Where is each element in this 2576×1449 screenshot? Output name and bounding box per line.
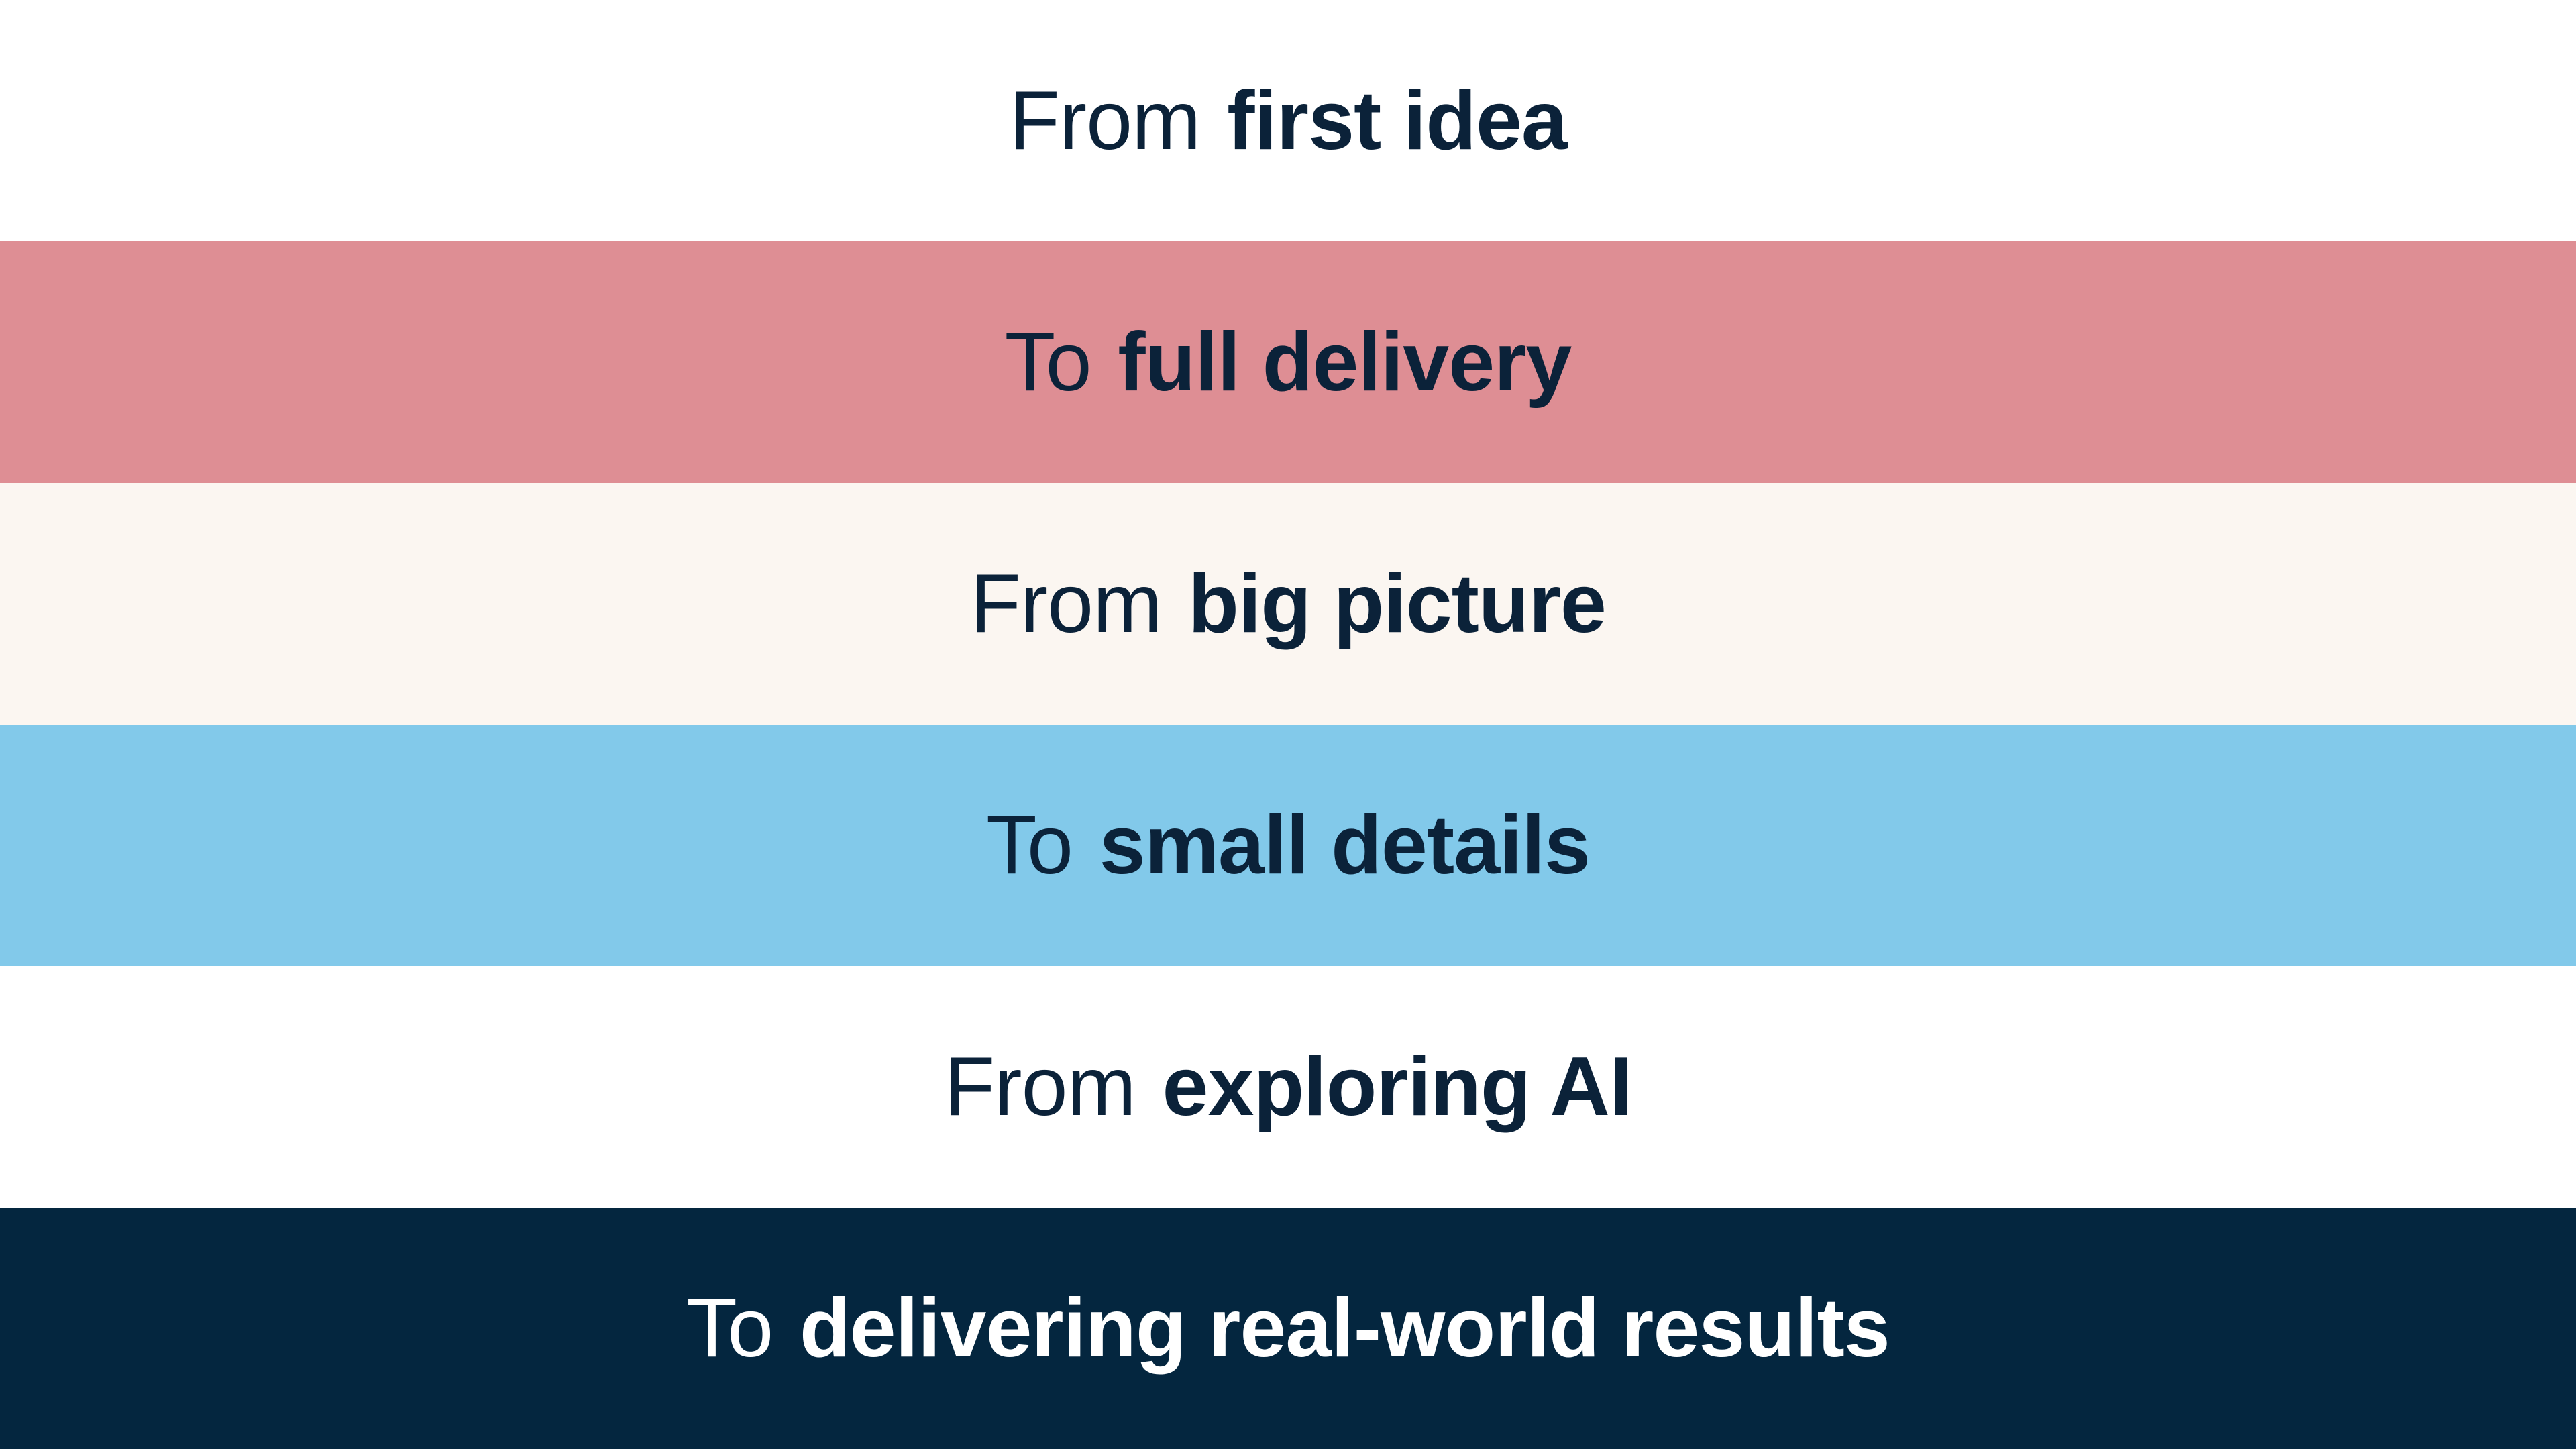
band-emphasis-text: first idea (1227, 74, 1568, 167)
band-lead-text: From (944, 1040, 1136, 1133)
band-lead-text: To (985, 799, 1073, 892)
band-first-idea: From first idea (0, 0, 2576, 241)
band-emphasis-text: exploring AI (1162, 1040, 1633, 1133)
band-small-details: To small details (0, 724, 2576, 966)
band-emphasis-text: small details (1099, 799, 1591, 892)
band-big-picture: From big picture (0, 483, 2576, 724)
band-full-delivery: To full delivery (0, 241, 2576, 483)
band-emphasis-text: delivering real-world results (799, 1282, 1890, 1375)
band-lead-text: From (970, 557, 1162, 650)
band-emphasis-text: big picture (1188, 557, 1607, 650)
band-exploring-ai: From exploring AI (0, 966, 2576, 1208)
band-emphasis-text: full delivery (1118, 316, 1572, 409)
band-lead-text: To (1004, 316, 1092, 409)
band-lead-text: To (686, 1282, 773, 1375)
band-real-world-results: To delivering real-world results (0, 1208, 2576, 1449)
band-lead-text: From (1009, 74, 1201, 167)
